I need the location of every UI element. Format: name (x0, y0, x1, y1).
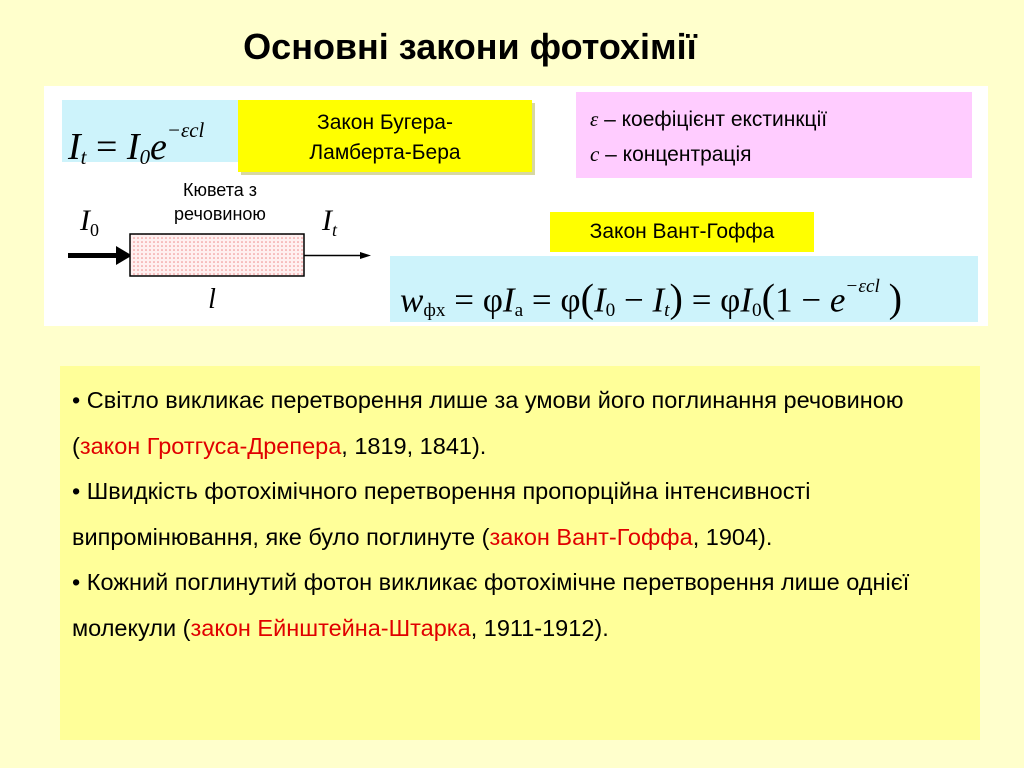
equals-sign: = (95, 125, 118, 168)
cuvette-diagram: I0 It l (68, 204, 371, 315)
incident-intensity-label: I0 (79, 204, 99, 240)
transmitted-arrow-head (360, 252, 371, 259)
cuvette-label: Кювета з речовиною (174, 180, 266, 224)
law-name: закон Гротгуса-Дрепера (79, 432, 342, 459)
path-length-label: l (208, 284, 216, 315)
subscript-t: t (80, 145, 87, 170)
bouguer-law-line2: Ламберта-Бера (309, 141, 461, 164)
bullet-vant-hoff: • Швидкість фотохімічного перетворення п… (72, 478, 811, 550)
law-name: закон Ейнштейна-Штарка (190, 614, 471, 641)
bouguer-formula: It = I0e−εcl (62, 100, 242, 169)
initial-intensity-symbol: I (126, 125, 140, 168)
exponent: −εcl (166, 118, 205, 142)
symbol-legend: ε – коефіцієнт екстинкції c – концентрац… (576, 92, 972, 178)
bouguer-law-label: Закон Бугера- Ламберта-Бера (238, 100, 532, 172)
subscript-zero: 0 (139, 145, 151, 170)
bouguer-law-line1: Закон Бугера- (317, 111, 453, 134)
incident-arrow-head (116, 246, 132, 265)
legend-epsilon: ε – коефіцієнт екстинкції (590, 107, 828, 131)
laws-text-box: • Світло викликає перетворення лише за у… (60, 366, 980, 740)
page-title: Основні закони фотохімії (243, 26, 697, 67)
bullet-einstein-stark: • Кожний поглинутий фотон викликає фотох… (72, 569, 910, 641)
vant-hoff-formula: wфх = φIа = φ(I0 − It) = φI0(1 − e−εcl ) (390, 256, 978, 322)
bullet-grotthuss-draper: • Світло викликає перетворення лише за у… (72, 387, 904, 459)
transmitted-intensity-label: It (321, 204, 338, 240)
law-name: закон Вант-Гоффа (489, 523, 693, 550)
vant-hoff-law-label: Закон Вант-Гоффа (550, 212, 814, 252)
cuvette (129, 233, 305, 277)
legend-concentration: c – концентрація (590, 142, 752, 166)
intensity-symbol: I (68, 125, 81, 168)
exponent-base: e (150, 125, 167, 168)
incident-beam (68, 253, 120, 258)
